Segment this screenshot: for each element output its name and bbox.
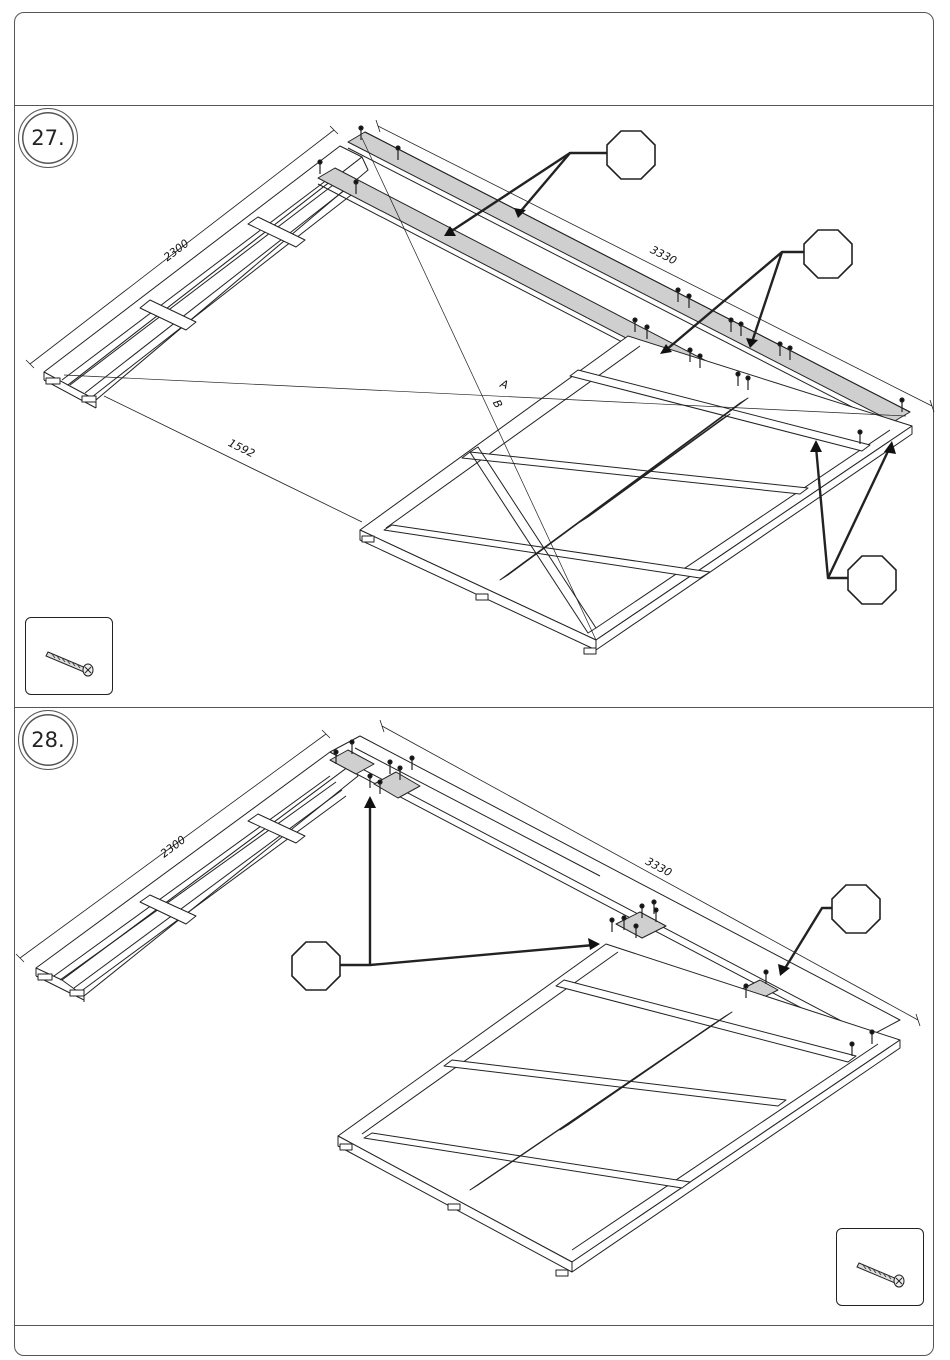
octagon-callout-icon bbox=[292, 942, 340, 990]
screw-icon bbox=[837, 1229, 921, 1303]
octagon-callout-icon bbox=[832, 885, 880, 933]
step-28-fastener-box bbox=[836, 1228, 924, 1306]
step-28-width-label: 2300 bbox=[158, 833, 188, 860]
step-28-length-label: 3330 bbox=[643, 855, 674, 880]
